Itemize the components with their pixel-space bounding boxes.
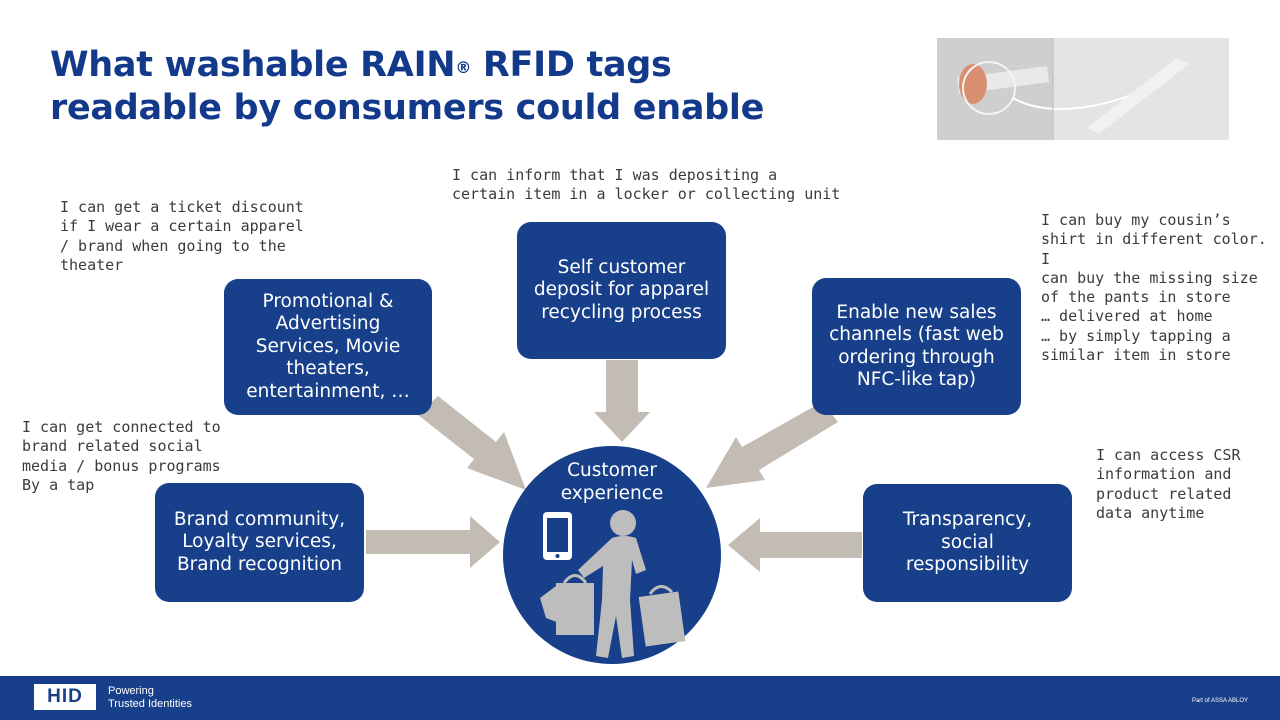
arrow-from-promotional: [418, 396, 526, 490]
arrow-from-sales-channels: [706, 402, 838, 488]
title-line2: readable by consumers could enable: [50, 88, 765, 128]
arrow-from-self-deposit: [594, 360, 650, 442]
box-brand-community: Brand community, Loyalty services, Brand…: [155, 483, 364, 602]
box-transparency: Transparency, social responsibility: [863, 484, 1072, 602]
shopper-with-bags-icon: [540, 510, 686, 658]
customer-experience-label: Customer experience: [560, 460, 664, 504]
note-ticket-discount: I can get a ticket discount if I wear a …: [60, 198, 304, 274]
arrow-from-brand-community: [366, 516, 500, 568]
hid-logo: HID: [34, 684, 96, 710]
smartphone-icon: [543, 512, 572, 560]
box-self-customer-deposit: Self customer deposit for apparel recycl…: [517, 222, 726, 359]
title-line1: What washable RAIN® RFID tags: [50, 45, 672, 85]
footer-bar: [0, 676, 1280, 720]
rfid-tag-photo: [937, 38, 1229, 140]
note-csr-information: I can access CSR information and product…: [1096, 446, 1241, 522]
part-of-assa-abloy: Part of ASSA ABLOY: [1191, 698, 1248, 704]
note-deposit-locker: I can inform that I was depositing a cer…: [452, 166, 841, 204]
note-buy-cousin-shirt: I can buy my cousin’s shirt in different…: [1041, 211, 1267, 365]
arrow-from-transparency: [728, 518, 862, 572]
slide-title: What washable RAIN® RFID tags readable b…: [50, 44, 910, 130]
note-social-media: I can get connected to brand related soc…: [22, 418, 221, 494]
hid-tagline: Powering Trusted Identities: [108, 685, 192, 710]
box-new-sales-channels: Enable new sales channels (fast web orde…: [812, 278, 1021, 415]
box-promotional-advertising: Promotional & Advertising Services, Movi…: [224, 279, 432, 415]
